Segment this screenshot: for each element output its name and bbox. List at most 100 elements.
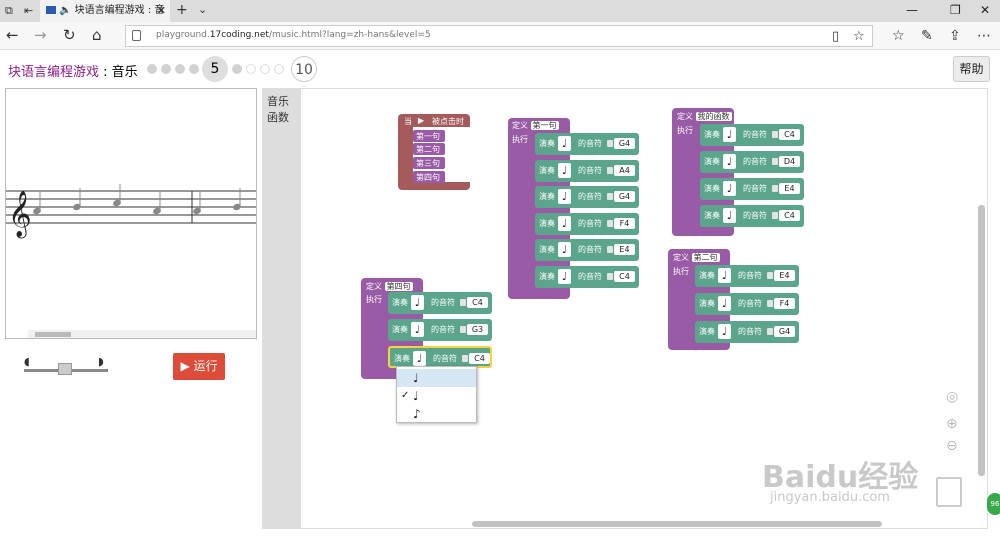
close-window-icon[interactable]: ✕ [980,3,991,17]
pitch-field[interactable]: A4 [614,165,635,176]
speed-slider[interactable]: ◖ ◗ [22,355,112,377]
title-link[interactable]: 块语言编程游戏 [8,65,100,80]
level-dot[interactable] [189,64,199,74]
note-length-field[interactable]: ♩ [558,136,571,151]
level-dot[interactable] [246,64,256,74]
toolbox-category-music[interactable]: 音乐 [267,95,289,108]
note-length-field[interactable]: ♩ [413,351,426,366]
share-icon[interactable]: ⇪ [949,28,961,44]
zoom-out-icon[interactable]: ⊖ [946,438,958,454]
level-dot[interactable] [175,64,185,74]
chevron-down-icon[interactable]: ⌄ [198,3,208,16]
note-length-field[interactable]: ♩ [558,163,571,178]
pitch-field[interactable]: G4 [614,191,635,202]
back-icon[interactable]: ← [6,26,19,44]
pitch-field[interactable]: C4 [779,129,800,140]
pitch-field[interactable]: C4 [614,271,635,282]
new-tab-icon[interactable]: + [176,2,188,18]
pitch-field[interactable]: E4 [779,183,800,194]
function-name-field[interactable]: 第一句 [530,121,559,130]
forward-icon[interactable]: → [34,26,47,44]
run-button[interactable]: ▶ 运行 [173,353,225,380]
dropdown-option[interactable]: ✓♩ [401,389,419,403]
browser-tab[interactable]: 🔈 块语言编程游戏 : 音 ✕ [40,0,170,22]
note-length-field[interactable]: ♩ [718,268,731,283]
home-icon[interactable]: ⌂ [92,26,102,44]
url-text[interactable]: playground.17coding.net/music.html?lang=… [156,30,431,40]
note-length-field[interactable]: ♩ [411,295,424,310]
pitch-field[interactable]: F4 [774,298,795,309]
tab-actions-icon[interactable]: ⧉ [5,4,13,17]
staff-scrollbar[interactable] [28,330,256,338]
pitch-field[interactable]: D4 [779,156,800,167]
function-name-field[interactable]: 我的函数 [695,112,732,121]
level-dot[interactable] [232,64,242,74]
refresh-icon[interactable]: ↻ [63,26,76,44]
note-length-field[interactable]: ♩ [723,208,736,223]
note-length-field[interactable]: ♩ [411,322,424,337]
call-block[interactable]: 第三句 [413,157,445,169]
note-length-field[interactable]: ♩ [723,127,736,142]
dropdown-option[interactable]: ♩ [397,369,476,387]
reading-view-icon[interactable]: ▯ [832,29,840,44]
current-level[interactable]: 5 [202,56,228,82]
max-level[interactable]: 10 [291,56,317,82]
pitch-field[interactable]: E4 [774,270,795,281]
note-length-field[interactable]: ♩ [558,242,571,257]
note-length-field[interactable]: ♩ [558,269,571,284]
workspace-horizontal-scrollbar[interactable] [472,521,882,527]
pitch-field[interactable]: C4 [779,210,800,221]
dropdown-option[interactable]: ♪ [413,407,421,421]
pen-icon[interactable]: ✎ [921,28,933,44]
pitch-field[interactable]: C4 [469,353,490,364]
trash-icon[interactable] [936,477,962,507]
minimize-icon[interactable]: — [906,3,918,17]
speaker-icon[interactable]: 🔈 [59,5,72,16]
workspace-vertical-scrollbar[interactable] [978,205,985,476]
note-length-field[interactable]: ♩ [718,296,731,311]
recenter-icon[interactable]: ◎ [946,389,959,405]
call-block[interactable]: 第一句 [413,130,445,142]
level-dot[interactable] [260,64,270,74]
function-name-field[interactable]: 第二句 [691,253,720,262]
level-dot[interactable] [161,64,171,74]
level-dot[interactable] [274,64,284,74]
toolbox-category-functions[interactable]: 函数 [267,111,289,124]
call-block[interactable]: 第二句 [413,143,445,155]
scrollbar-thumb[interactable] [35,332,71,337]
note-length-field[interactable]: ♩ [723,181,736,196]
restore-icon[interactable]: ❐ [950,3,961,17]
zoom-in-icon[interactable]: ⊕ [946,416,958,432]
pitch-field[interactable]: G3 [467,324,488,335]
note-length-field[interactable]: ♩ [718,324,731,339]
function-name-field[interactable]: 第四句 [384,282,413,291]
help-button[interactable]: 帮助 [953,56,990,82]
pitch-field[interactable]: C4 [467,297,488,308]
call-block[interactable]: 第四句 [413,171,445,183]
close-tab-icon[interactable]: ✕ [156,4,166,17]
favorites-hub-icon[interactable]: ☆ [892,28,905,44]
favorite-star-icon[interactable]: ☆ [853,29,865,44]
note-length-field[interactable]: ♩ [558,189,571,204]
slider-thumb[interactable] [58,363,72,375]
pitch-field[interactable]: F4 [614,218,635,229]
pitch-field[interactable]: E4 [614,244,635,255]
more-icon[interactable]: ⋯ [977,28,991,44]
pitch-field[interactable]: G4 [774,326,795,337]
set-aside-tabs-icon[interactable]: ⇤ [24,4,34,17]
